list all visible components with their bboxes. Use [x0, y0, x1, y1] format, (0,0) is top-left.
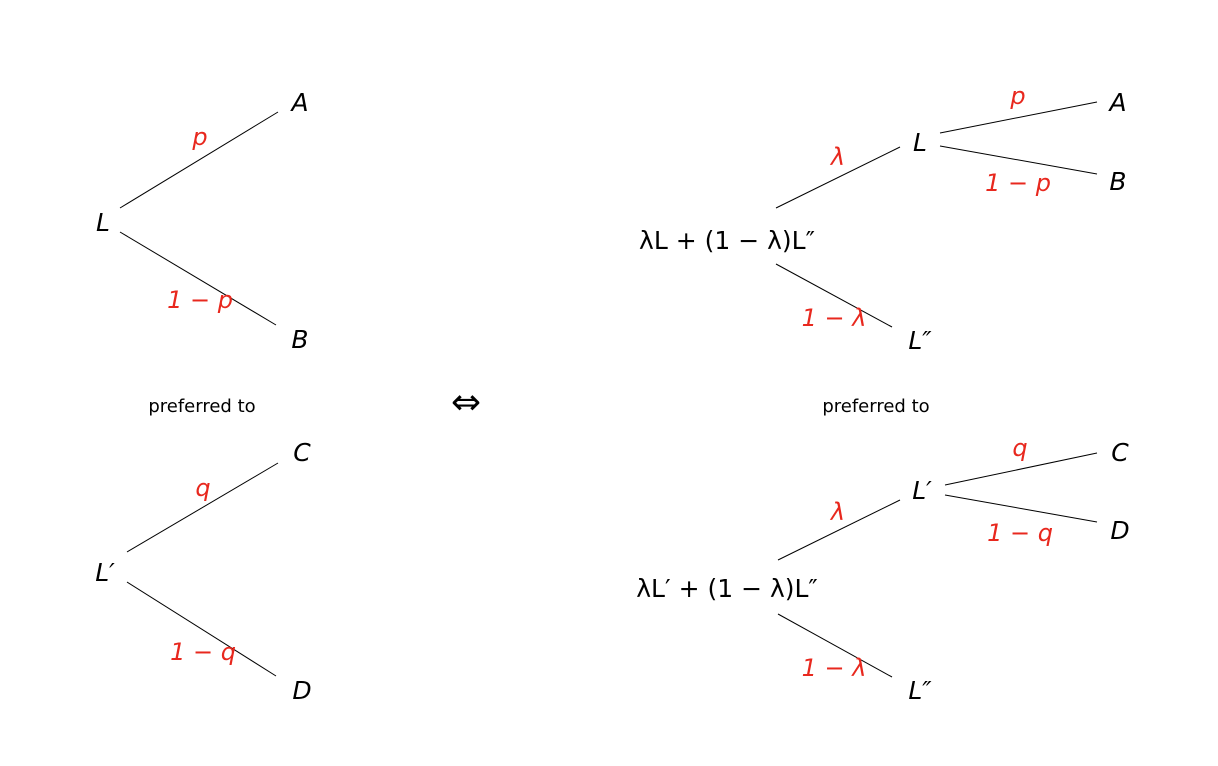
probability-label: 1 − q: [987, 519, 1053, 547]
branch-edge: [119, 111, 279, 209]
outcome-node: B: [1109, 167, 1126, 196]
outcome-node: A: [1107, 88, 1126, 117]
outcome-node: D: [292, 676, 311, 705]
branch-edge: [775, 146, 901, 209]
probability-label: p: [1009, 82, 1025, 110]
left-bottom-tree: L′ C D q 1 − q: [95, 438, 311, 705]
compound-lottery-node: λL + (1 − λ)L″: [639, 226, 815, 255]
probability-label: 1 − p: [167, 286, 233, 314]
mixing-weight-label: λ: [829, 143, 845, 171]
probability-label: q: [1012, 434, 1027, 462]
probability-label: q: [195, 474, 210, 502]
right-bottom-tree: λL′ + (1 − λ)L″ L′ L″ C D q 1 − q λ 1 − …: [636, 434, 1129, 705]
outcome-node: B: [291, 325, 308, 354]
branch-edge: [939, 101, 1098, 134]
branch-edge: [126, 581, 277, 677]
relation-label: preferred to: [148, 396, 255, 417]
branch-edge: [775, 263, 893, 328]
branch-edge: [126, 462, 279, 553]
mixing-weight-label: λ: [829, 498, 845, 526]
relation-label: preferred to: [822, 396, 929, 417]
outcome-node: C: [293, 438, 311, 467]
lottery-node: L′: [95, 558, 115, 587]
probability-label: p: [191, 123, 207, 151]
probability-label: 1 − p: [985, 169, 1051, 197]
branch-edge: [944, 452, 1098, 486]
branch-edge: [944, 494, 1098, 523]
branch-edge: [777, 499, 901, 561]
lottery-node: L′: [912, 476, 932, 505]
equivalence-arrow-icon: ⇔: [451, 382, 481, 423]
branch-edge: [939, 145, 1098, 175]
compound-lottery-node: λL′ + (1 − λ)L″: [636, 574, 818, 603]
right-top-tree: λL + (1 − λ)L″ L L″ A B p 1 − p λ 1 − λ: [639, 82, 1127, 355]
outcome-node: D: [1110, 516, 1129, 545]
lottery-node: L: [913, 128, 927, 157]
mixing-weight-label: 1 − λ: [802, 304, 867, 332]
lottery-node: L″: [908, 326, 932, 355]
outcome-node: A: [289, 88, 308, 117]
lottery-node: L: [96, 208, 110, 237]
branch-edge: [777, 613, 893, 678]
branch-edge: [119, 231, 277, 326]
mixing-weight-label: 1 − λ: [802, 654, 867, 682]
lottery-node: L″: [908, 676, 932, 705]
outcome-node: C: [1111, 438, 1129, 467]
probability-label: 1 − q: [170, 638, 236, 666]
left-top-tree: L A B p 1 − p: [96, 88, 309, 354]
